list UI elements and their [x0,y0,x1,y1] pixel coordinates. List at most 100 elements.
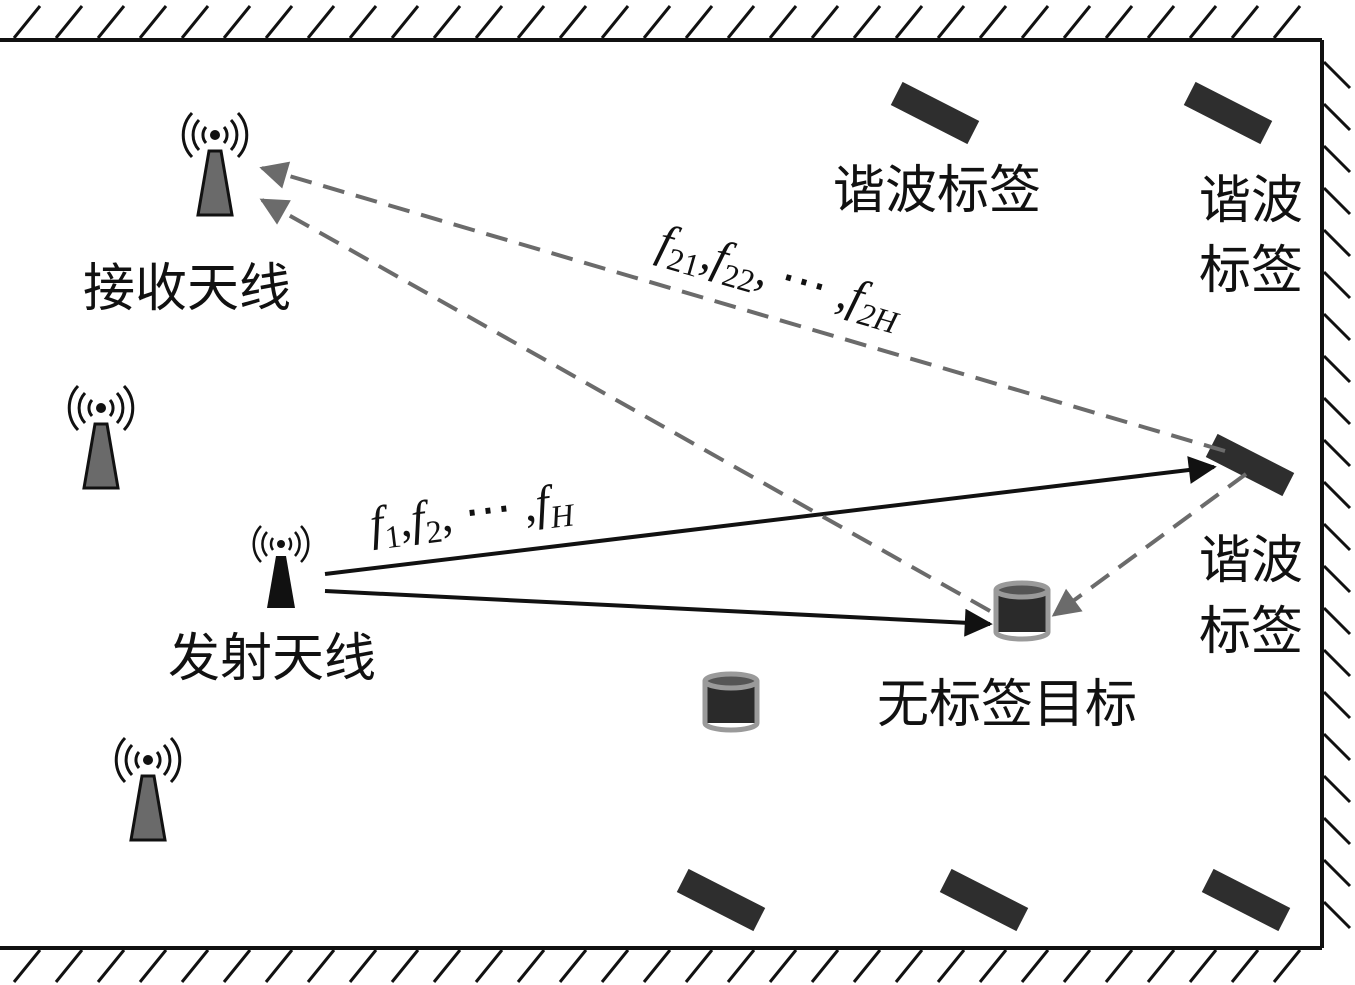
wall-hatch-mark [1146,5,1176,39]
cylinder-target-icon [705,674,757,730]
wall-hatch-mark [516,949,546,983]
tagless-target-label: 无标签目标 [877,675,1137,735]
wall-hatch-mark [1322,774,1352,804]
wall-hatch-mark [12,5,42,39]
wall-hatch-mark [1322,60,1352,90]
wall-hatch-mark [1104,5,1134,39]
target-to-receiver-dashed-arrow [259,198,991,613]
antenna-icon [116,738,180,840]
wall-hatch-mark [1322,858,1352,888]
harmonic-tag-label-right-top-line1: 谐波 [1199,171,1303,231]
wall-hatch-mark [1322,396,1352,426]
wall-hatch-mark [390,949,420,983]
wall-hatch-mark [1104,949,1134,983]
wall-hatch-mark [96,5,126,39]
harmonic-frequency-formula: f21,f22, ⋯ ,f2H [650,215,909,341]
wall-hatch-mark [1322,606,1352,636]
wall-hatch-mark [390,5,420,39]
wall-hatch-mark [894,949,924,983]
wall-hatch-mark [894,5,924,39]
wall-hatch-mark [1188,949,1218,983]
receive-antenna-icon [183,113,247,215]
harmonic-tag-icon [676,868,766,932]
wall-hatch-mark [1322,270,1352,300]
wall-hatch-mark [768,5,798,39]
harmonic-tag-icon [1183,81,1273,145]
wall-hatching [12,5,1352,983]
wall-hatch-mark [1272,949,1302,983]
transmit-to-target-arrow [324,589,993,637]
harmonic-tag-icon [890,81,980,145]
wall-hatch-mark [1322,354,1352,384]
wall-hatch-mark [264,5,294,39]
harmonic-tag-icon [1205,433,1295,497]
wall-hatch-mark [600,949,630,983]
wall-hatch-mark [1230,5,1260,39]
wall-hatch-mark [138,5,168,39]
wall-hatch-mark [1322,312,1352,342]
wall-hatch-mark [978,949,1008,983]
freq-subscript: 2 [424,513,444,551]
wall-hatch-mark [558,949,588,983]
transmit-antenna-icon [252,524,310,610]
wall-hatch-mark [684,5,714,39]
labels: 接收天线 发射天线 谐波标签 谐波 标签 谐波 标签 无标签目标 [83,161,1303,735]
wall-hatch-mark [1020,5,1050,39]
wall-hatch-mark [642,949,672,983]
wall-hatch-mark [978,5,1008,39]
wall-hatch-mark [1322,186,1352,216]
receive-antenna-label: 接收天线 [83,259,291,319]
harmonic-tag-label-right-mid-line2: 标签 [1199,602,1303,662]
freq-ellipsis: , ⋯ , [437,478,539,542]
harmonic-tag-icon [1201,868,1291,932]
wall-hatch-mark [1062,949,1092,983]
freq-subscript: H [547,496,577,535]
wall-hatch-mark [1272,5,1302,39]
freq-ellipsis: , ⋯ , [751,243,858,320]
signal-paths [259,161,1248,637]
wall-hatch-mark [684,949,714,983]
wall-hatch-mark [306,949,336,983]
wall-hatch-mark [1322,690,1352,720]
tag-to-receiver-dashed-arrow [259,161,1226,453]
wall-hatch-mark [1322,102,1352,132]
wall-hatch-mark [810,5,840,39]
harmonic-tag-label-top: 谐波标签 [833,161,1041,221]
wall-hatch-mark [768,949,798,983]
wall-hatch-mark [348,5,378,39]
transmit-frequency-formula: f1,f2, ⋯ ,fH [367,473,578,557]
wall-hatch-mark [180,949,210,983]
wall-hatch-mark [1322,144,1352,174]
wall-hatch-mark [1322,522,1352,552]
wall-hatch-mark [1020,949,1050,983]
transmit-to-tag-arrow [324,456,1217,576]
wall-hatch-mark [558,5,588,39]
wall-hatch-mark [1322,228,1352,258]
wall-hatch-mark [1062,5,1092,39]
wall-hatch-mark [54,949,84,983]
wall-hatch-mark [1230,949,1260,983]
wall-hatch-mark [936,5,966,39]
wall-hatch-mark [474,949,504,983]
wall-hatch-mark [852,949,882,983]
wall-hatch-mark [810,949,840,983]
wall-hatch-mark [1322,564,1352,594]
wall-hatch-mark [222,949,252,983]
wall-hatch-mark [432,5,462,39]
wall-hatch-mark [222,5,252,39]
room-walls [0,5,1352,983]
wall-hatch-mark [1322,480,1352,510]
wall-hatch-mark [726,949,756,983]
antenna-icon [69,386,133,488]
wall-hatch-mark [306,5,336,39]
wall-hatch-mark [1146,949,1176,983]
antennas [69,113,310,840]
wall-hatch-mark [936,949,966,983]
wall-hatch-mark [1322,732,1352,762]
wall-hatch-mark [12,949,42,983]
tag-to-target-dashed-arrow [1051,472,1248,617]
transmit-antenna-label: 发射天线 [168,629,376,689]
wall-hatch-mark [264,949,294,983]
wall-hatch-mark [348,949,378,983]
